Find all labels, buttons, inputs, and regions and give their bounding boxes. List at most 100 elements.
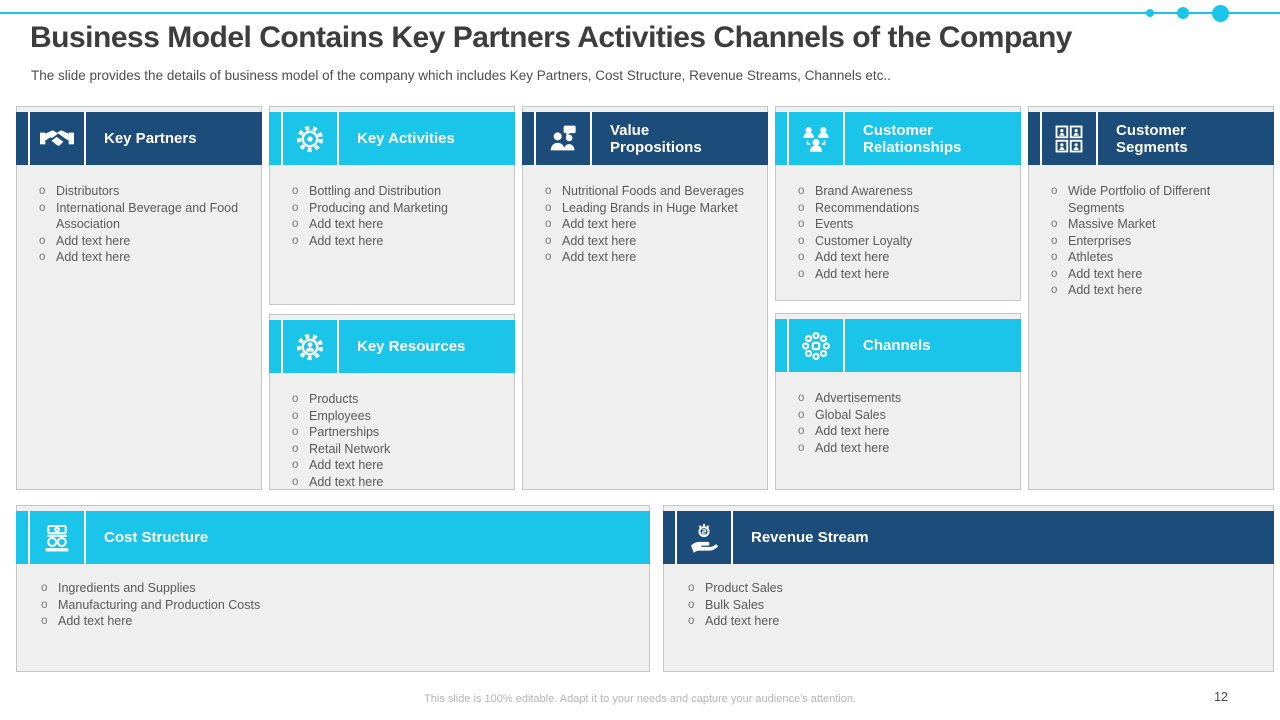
bullet-marker: o — [292, 218, 299, 230]
list-item: o Add text here — [292, 216, 506, 233]
header-separator — [337, 112, 339, 165]
section-title: Cost Structure — [86, 511, 650, 564]
section-title: Key Resources — [339, 320, 515, 373]
list-item-text: Bottling and Distribution — [309, 184, 442, 198]
list-item: o Add text here — [798, 440, 1012, 457]
bullet-marker: o — [798, 201, 805, 214]
list-item-text: Add text here — [56, 250, 131, 264]
bullet-marker: o — [1051, 218, 1058, 230]
bullet-marker: o — [798, 251, 805, 263]
list-item-text: Add text here — [309, 217, 384, 231]
section-title: Channels — [845, 319, 1021, 372]
list-item-text: Add text here — [1068, 266, 1143, 281]
list-item-text: Add text here — [56, 233, 131, 248]
list-item-text: Leading Brands in Huge Market — [562, 200, 738, 215]
list-item: o Add text here — [39, 233, 253, 250]
bullet-marker: o — [292, 409, 299, 422]
list-item-text: Brand Awareness — [815, 184, 913, 198]
list-item: o Products — [292, 391, 506, 408]
network-hub-icon — [789, 319, 843, 372]
section-title: Customer Segments — [1098, 112, 1274, 165]
list-item-text: Add text here — [815, 440, 890, 455]
list-item-text: Add text here — [309, 474, 384, 489]
header-strip — [16, 112, 28, 165]
bullet-marker: o — [292, 459, 299, 471]
bullet-marker: o — [39, 185, 46, 197]
list-item-text: Products — [309, 392, 359, 406]
header-separator — [1040, 112, 1042, 165]
handshake-icon — [30, 112, 84, 165]
list-item: o Add text here — [1051, 282, 1265, 299]
bullet-marker: o — [545, 251, 552, 263]
bullet-marker: o — [688, 598, 695, 611]
bullet-marker: o — [292, 234, 299, 247]
bullet-marker: o — [39, 234, 46, 247]
list-item-text: Add text here — [562, 233, 637, 248]
section-title: Customer Relationships — [845, 112, 1021, 165]
bullet-marker: o — [292, 475, 299, 488]
list-item: o Add text here — [545, 249, 759, 266]
list-item-text: Partnerships — [309, 425, 380, 439]
header-strip — [663, 511, 675, 564]
list-item: o Recommendations — [798, 200, 1012, 217]
list-item: o Add text here — [798, 249, 1012, 266]
list-item-text: Customer Loyalty — [815, 233, 913, 248]
header-strip — [269, 320, 281, 373]
bullet-marker: o — [545, 234, 552, 247]
list-item-text: Add text here — [58, 614, 133, 628]
list-item-text: Add text here — [562, 250, 637, 264]
list-item-text: Add text here — [1068, 283, 1143, 297]
list-item-text: Add text here — [815, 250, 890, 264]
list-item-text: Wide Portfolio of Different Segments — [1068, 184, 1211, 215]
gear-person-icon — [283, 320, 337, 373]
bullet-marker: o — [798, 441, 805, 454]
bullet-marker: o — [798, 408, 805, 421]
bullet-marker: o — [292, 393, 299, 405]
section-title: Revenue Stream — [733, 511, 1274, 564]
header-separator — [590, 112, 592, 165]
bullet-marker: o — [1051, 284, 1058, 296]
bullet-marker: o — [545, 201, 552, 214]
accent-dot-small — [1146, 9, 1154, 17]
bullet-marker: o — [798, 185, 805, 197]
list-item-text: Producing and Marketing — [309, 200, 448, 215]
gear-icon — [283, 112, 337, 165]
header-separator — [843, 112, 845, 165]
bullet-marker: o — [688, 615, 695, 627]
list-item-text: Recommendations — [815, 200, 920, 215]
bullet-marker: o — [39, 251, 46, 263]
list-item: o Add text here — [39, 249, 253, 266]
page-subtitle: The slide provides the details of busine… — [31, 68, 891, 83]
people-chat-icon — [536, 112, 590, 165]
list-item: o Brand Awareness — [798, 183, 1012, 200]
bullet-marker: o — [41, 582, 48, 594]
list-item-text: Global Sales — [815, 407, 886, 422]
list-item-text: Bulk Sales — [705, 597, 765, 612]
page-title: Business Model Contains Key Partners Act… — [30, 21, 1072, 54]
list-item: o Add text here — [545, 233, 759, 250]
money-stack-icon — [30, 511, 84, 564]
bullet-marker: o — [1051, 251, 1058, 263]
list-item-text: Manufacturing and Production Costs — [58, 597, 261, 612]
